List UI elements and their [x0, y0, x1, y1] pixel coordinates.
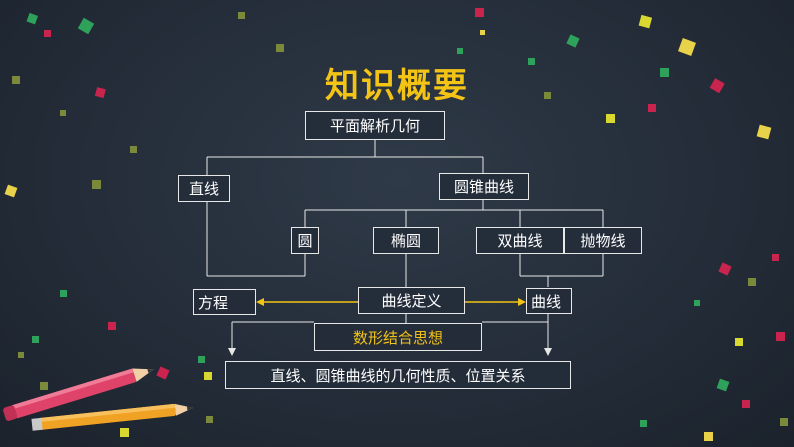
- node-root: 平面解析几何: [305, 111, 445, 140]
- node-parabola: 抛物线: [564, 227, 642, 254]
- node-line: 直线: [178, 175, 230, 202]
- node-conic: 圆锥曲线: [439, 173, 529, 200]
- node-method: 数形结合思想: [314, 323, 482, 351]
- node-ellipse: 椭圆: [373, 227, 439, 254]
- node-circle: 圆: [291, 227, 319, 254]
- node-properties: 直线、圆锥曲线的几何性质、位置关系: [225, 361, 571, 389]
- page-title: 知识概要: [325, 66, 469, 106]
- node-curve: 曲线: [526, 288, 572, 314]
- node-curve-definition: 曲线定义: [358, 287, 465, 314]
- node-equation: 方程: [193, 289, 256, 315]
- node-hyperbola: 双曲线: [476, 227, 564, 254]
